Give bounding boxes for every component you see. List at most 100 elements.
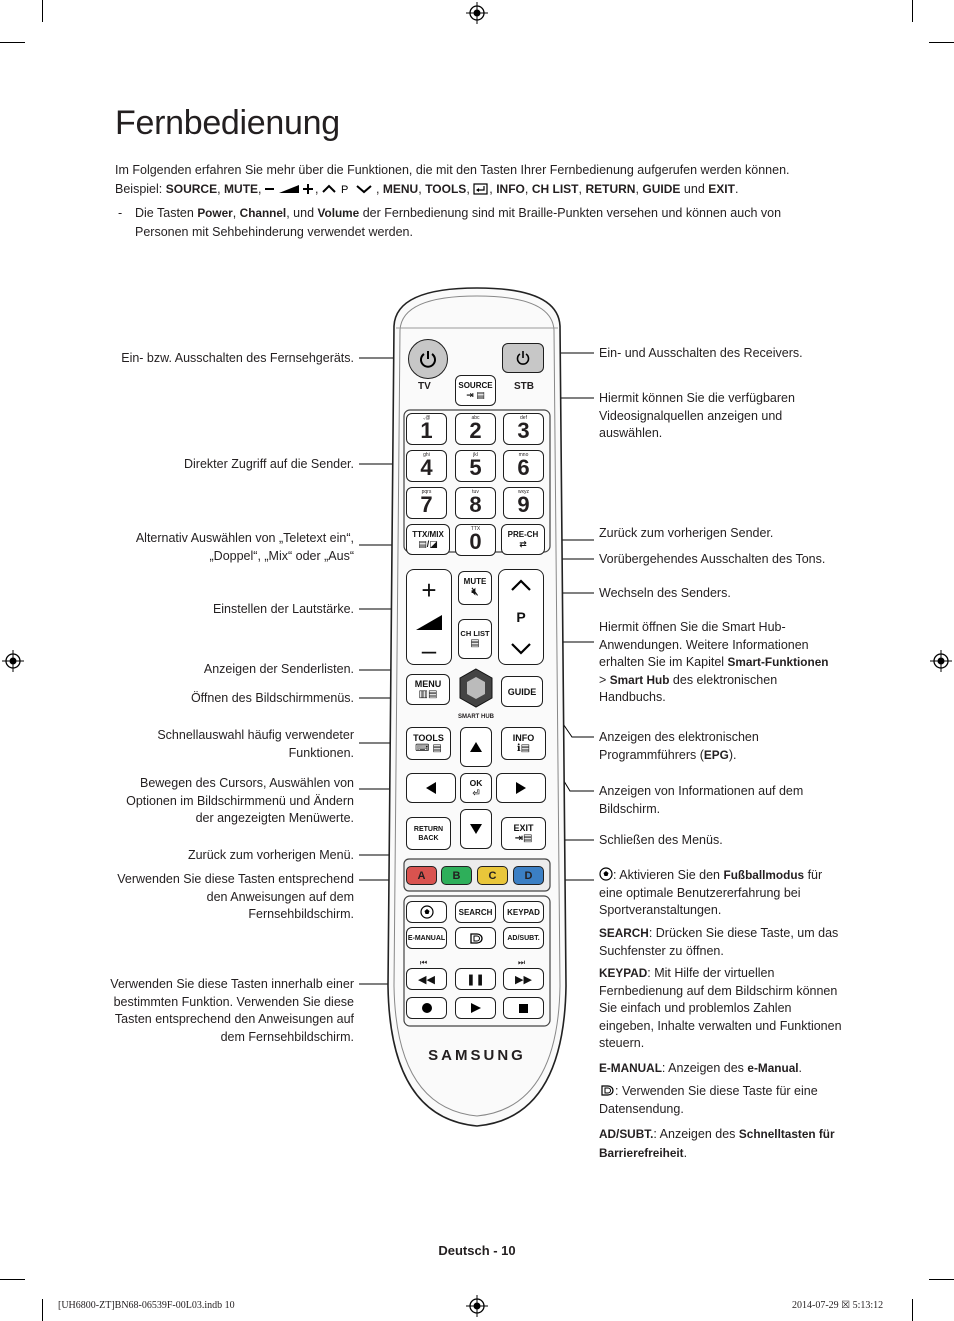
return-label: RETURN [413,825,444,833]
volume-rocker[interactable]: + – [406,569,452,665]
play-button[interactable] [455,997,496,1019]
football-button[interactable] [406,901,447,923]
color-key-a[interactable]: A [406,866,437,885]
number-key-1[interactable]: .,@1 [406,413,447,445]
digit: 6 [517,454,530,480]
menu-button[interactable]: MENU▥▤ [406,674,450,705]
color-key-d[interactable]: D [513,866,544,885]
prech-label: PRE-CH [507,529,539,539]
registration-mark-icon [2,650,24,672]
label-channel: Wechseln des Senders. [599,586,731,600]
label-info: Anzeigen von Informationen auf dem Bilds… [599,784,804,816]
mute-label: MUTE [463,577,487,586]
exit-icon: ⇥▤ [514,833,533,844]
crop-mark [912,1299,913,1321]
mute-button[interactable]: MUTE🔇︎ [458,571,492,605]
down-arrow-button[interactable] [460,809,492,849]
digit: 7 [420,491,433,517]
key-letters: .,@ [422,415,431,421]
key-letters: wxyz [517,489,530,495]
label-return: Zurück zum vorherigen Menü. [187,848,354,862]
volume-keys-icon [264,184,313,194]
smart-hub-button[interactable] [458,667,494,711]
tools-button[interactable]: TOOLS⌨ ▤ [406,727,451,760]
stop-button[interactable] [503,997,544,1019]
label-number-keys: Direkter Zugriff auf die Sender. [184,457,354,471]
play-icon [470,1003,481,1013]
return-icon [473,183,488,195]
tv-power-button[interactable] [408,339,448,379]
guide-kw: EPG [703,747,729,762]
channel-rocker[interactable]: P [498,569,544,665]
crop-mark [42,0,43,22]
key-exit: EXIT [708,182,735,196]
chevron-down-icon [511,642,531,655]
key-letters: ghi [423,452,430,458]
label-keypad: KEYPAD: Mit Hilfe der virtuellen Fernbed… [599,965,849,1053]
rewind-button[interactable]: ◀◀ [406,968,447,990]
digit: 1 [420,417,433,443]
football-text: : Aktivieren Sie den [613,868,724,882]
right-arrow-button[interactable] [496,773,546,803]
pause-button[interactable]: ❚❚ [455,968,496,990]
exit-button[interactable]: EXIT⇥▤ [501,817,546,850]
label-volume: Einstellen der Lautstärke. [212,602,354,616]
label-data: : Verwenden Sie diese Taste für eine Dat… [599,1083,839,1118]
key-tools: TOOLS [425,182,467,196]
keypad-button[interactable]: KEYPAD [503,901,544,923]
search-button[interactable]: SEARCH [455,901,496,923]
football-kw: Fußballmodus [723,868,805,882]
digit: 3 [517,417,530,443]
menu-icon: ▥▤ [418,689,438,700]
menu-label: MENU [414,679,442,689]
label-search: SEARCH: Drücken Sie diese Taste, um das … [599,925,849,960]
source-button[interactable]: SOURCE ⇥ ▤ [455,375,496,406]
color-key-c[interactable]: C [477,866,508,885]
football-icon [419,905,434,919]
record-button[interactable] [406,997,447,1019]
label-emanual: E-MANUAL: Anzeigen des e-Manual. [599,1060,854,1078]
color-key-b[interactable]: B [441,866,472,885]
ttx-mix-button[interactable]: TTX/MIX▤/◪ [406,524,450,555]
key-letters: jkl [473,452,478,458]
label-navigation: Bewegen des Cursors, Auswählen von Optio… [126,776,354,825]
ch-list-button[interactable]: CH LIST▤ [458,619,492,659]
e-manual-button[interactable]: E-MANUAL [406,927,447,949]
arrow-right-icon [516,782,526,794]
pause-icon: ❚❚ [466,973,485,986]
samsung-logo: SAMSUNG [428,1047,526,1064]
back-label: BACK [418,834,439,842]
registration-mark-icon [466,2,488,24]
fast-forward-button[interactable]: ▶▶ [503,968,544,990]
ttx-icon: ▤/◪ [418,538,438,549]
ok-button[interactable]: OK⏎ [460,773,492,803]
pre-ch-button[interactable]: PRE-CH⇄ [501,524,545,555]
guide-button[interactable]: GUIDE [501,676,543,707]
ad-subt-button[interactable]: AD/SUBT. [503,927,544,949]
stop-icon [519,1003,528,1013]
up-arrow-button[interactable] [460,727,492,767]
prech-icon: ⇄ [519,538,527,549]
stb-power-button[interactable] [502,343,544,373]
left-arrow-button[interactable] [406,773,456,803]
data-service-button[interactable] [455,927,496,949]
key-letters: abc [471,415,480,421]
note-pre: Die Tasten [135,206,198,220]
and-word: und [683,182,705,196]
file-slug: [UH6800-ZT]BN68-06539F-00L03.indb 10 [58,1300,235,1311]
ttx-label: TTX/MIX [412,529,444,539]
crop-mark [929,1279,954,1280]
page-footer: Deutsch - 10 [438,1243,516,1258]
next-track-icon: ⏭ [518,958,526,967]
